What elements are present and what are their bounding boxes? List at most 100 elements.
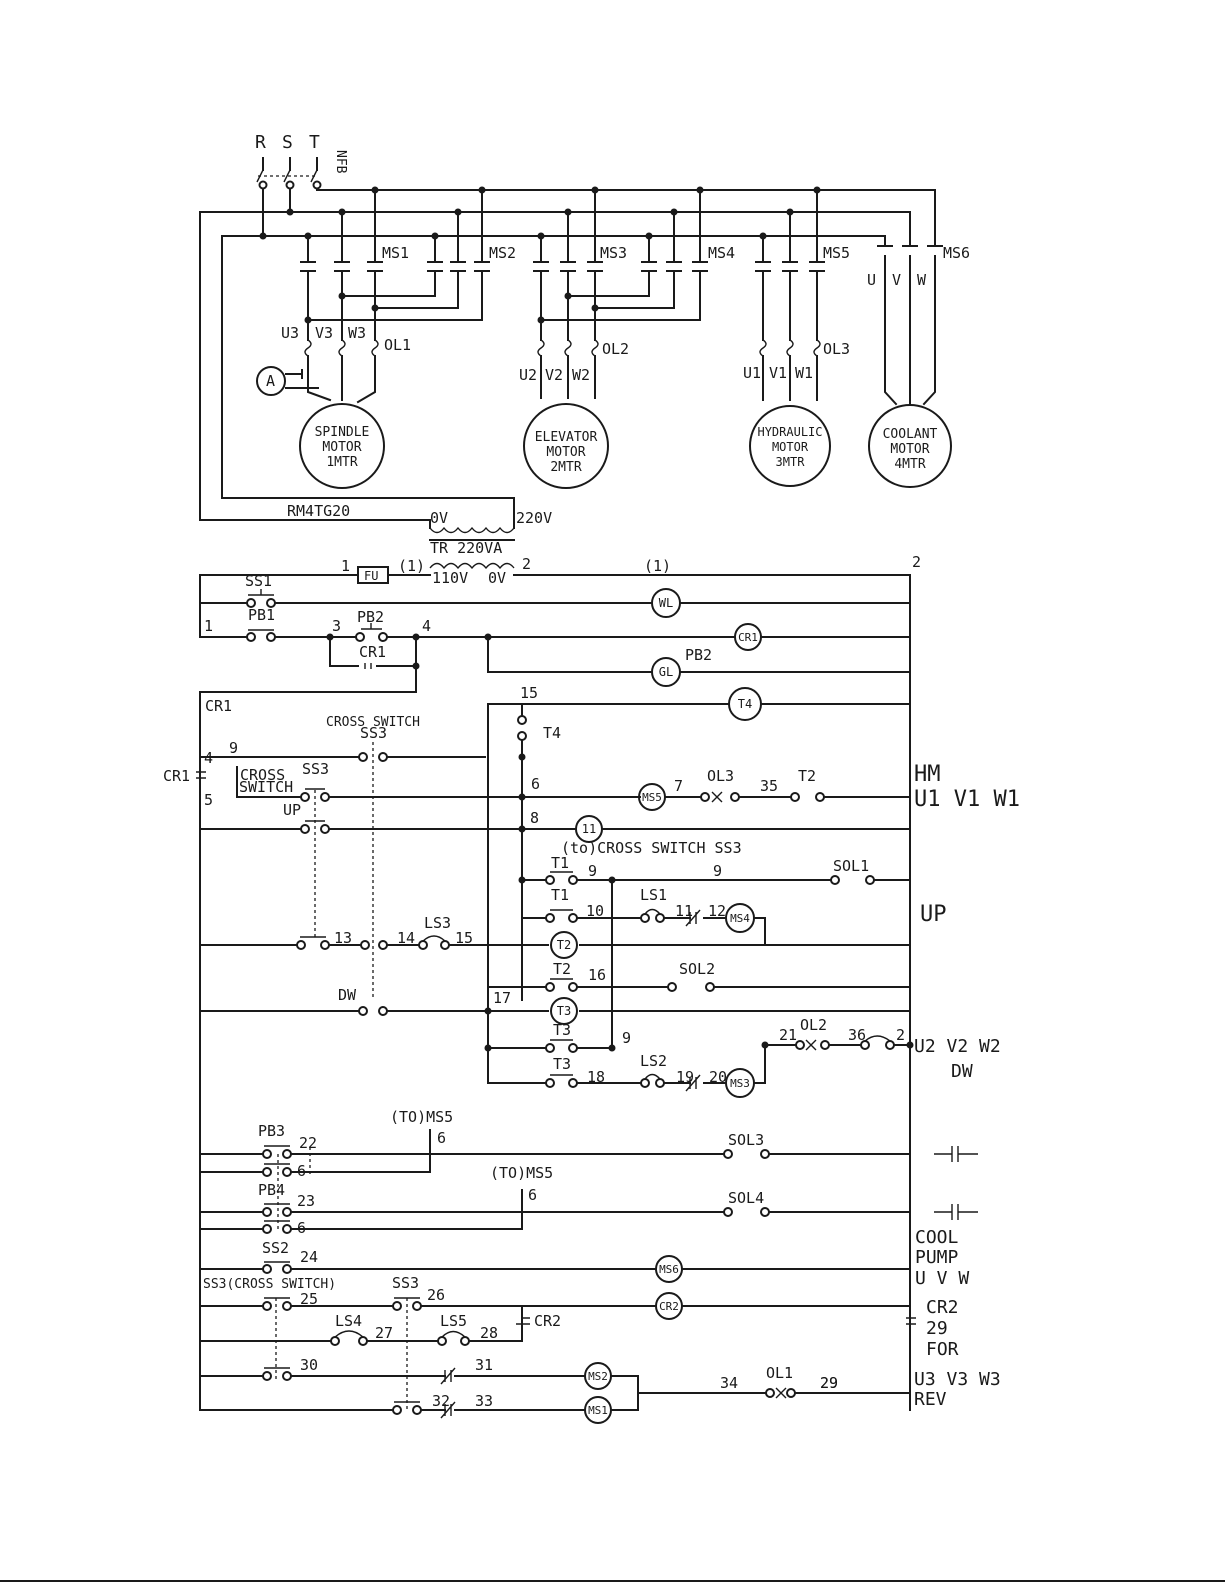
contact-label: PB1 xyxy=(248,606,275,624)
contact-label: T2 xyxy=(798,767,816,785)
contact-label: T1 xyxy=(551,886,569,904)
wire-number: 6 xyxy=(531,775,540,793)
wire-number: (1) xyxy=(398,557,425,575)
svg-text:4MTR: 4MTR xyxy=(894,457,925,472)
contact-label: LS3 xyxy=(424,914,451,932)
coil-label: GL xyxy=(659,665,673,679)
svg-text:CR2: CR2 xyxy=(926,1297,959,1318)
svg-text:COOL: COOL xyxy=(915,1227,959,1248)
ol3-label: OL3 xyxy=(823,340,850,358)
contact-label: CROSS xyxy=(240,766,285,784)
contact-label: CR1 xyxy=(205,697,232,715)
wire-number: 1 xyxy=(341,557,350,575)
u-terminal-label: U xyxy=(867,271,876,289)
contact-label: PB4 xyxy=(258,1181,285,1199)
w2-label: W2 xyxy=(572,366,590,384)
page-bottom-rule xyxy=(0,1580,1225,1582)
wire-number: 24 xyxy=(300,1248,318,1266)
hydraulic-motor xyxy=(749,405,831,487)
contact-label: T1 xyxy=(551,854,569,872)
control-transformer: RM4TG20 0V 220V TR 220VA 110V 0V xyxy=(287,497,552,587)
wire-number: 26 xyxy=(427,1286,445,1304)
wire-number: 14 xyxy=(397,929,415,947)
svg-text:U2 V2 W2: U2 V2 W2 xyxy=(914,1036,1001,1057)
contact-label: SWITCH xyxy=(239,778,293,796)
svg-text:MOTOR: MOTOR xyxy=(772,440,809,454)
coil-label: MS6 xyxy=(659,1263,679,1276)
coil-label: T2 xyxy=(557,938,571,952)
svg-text:U1 V1 W1: U1 V1 W1 xyxy=(914,787,1020,812)
coil-label: T4 xyxy=(738,697,752,711)
svg-text:FOR: FOR xyxy=(926,1339,959,1360)
contact-label: CR1 xyxy=(359,643,386,661)
wire-number: 25 xyxy=(300,1290,318,1308)
contact-label: SOL4 xyxy=(728,1189,764,1207)
wire-number: 8 xyxy=(530,809,539,827)
wire-number: 30 xyxy=(300,1356,318,1374)
svg-text:U V W: U V W xyxy=(915,1268,969,1289)
ms6-coolant: MS6 U V W COOLANT MOTOR 4MTR xyxy=(867,189,970,488)
cross-switch-note: (to)CROSS SWITCH SS3 xyxy=(561,839,742,857)
svg-text:FU: FU xyxy=(364,569,378,583)
contact-label: UP xyxy=(283,801,301,819)
right-notes: HM U1 V1 W1 UP U2 V2 W2 DW COOL PUMP U V… xyxy=(914,762,1020,1410)
ol2-label: OL2 xyxy=(602,340,629,358)
u2-label: U2 xyxy=(519,366,537,384)
contact-label: T3 xyxy=(553,1055,571,1073)
contact-label: T3 xyxy=(553,1021,571,1039)
coil-label: MS2 xyxy=(588,1370,608,1383)
ms3-label: MS3 xyxy=(600,244,627,262)
wire-number: 20 xyxy=(709,1068,727,1086)
wire-number: 10 xyxy=(586,902,604,920)
wire-number: 21 xyxy=(779,1026,797,1044)
svg-text:PUMP: PUMP xyxy=(915,1247,959,1268)
coil-label: MS1 xyxy=(588,1404,608,1417)
contact-label: PB2 xyxy=(357,608,384,626)
contact-label: CR1 xyxy=(163,767,190,785)
wire-number: 9 xyxy=(229,739,238,757)
coil-label: 11 xyxy=(582,822,596,836)
contact-label: SS3(CROSS SWITCH) xyxy=(203,1277,336,1292)
svg-text:0V: 0V xyxy=(430,509,448,527)
w-terminal-label: W xyxy=(917,271,927,289)
wire-number: 15 xyxy=(455,929,473,947)
wire-number: 2 xyxy=(522,555,531,573)
wire-number: 5 xyxy=(204,791,213,809)
wire-number: 2 xyxy=(912,553,921,571)
wire-number: 16 xyxy=(588,966,606,984)
svg-text:29: 29 xyxy=(926,1318,948,1339)
wire-number: 29 xyxy=(820,1374,838,1392)
phase-s-label: S xyxy=(282,132,293,153)
contact-label: CR2 xyxy=(534,1312,561,1330)
coil-label: CR1 xyxy=(738,631,758,644)
contact-label: LS1 xyxy=(640,886,667,904)
wire-number: 23 xyxy=(297,1192,315,1210)
ctrl-feed-s xyxy=(199,211,431,521)
v-terminal-label: V xyxy=(892,271,901,289)
wire-number: 6 xyxy=(528,1186,537,1204)
ms5-hydraulic: MS5 OL3 U1 V1 W1 HYDRAULIC MOTOR 3MTR xyxy=(743,186,850,487)
wire-number: 34 xyxy=(720,1374,738,1392)
coil-label: MS3 xyxy=(730,1077,750,1090)
wire-number: 9 xyxy=(588,862,597,880)
wire-number: 12 xyxy=(708,902,726,920)
contact-label: OL1 xyxy=(766,1364,793,1382)
coil-label: WL xyxy=(659,596,673,610)
contact-label: (TO)MS5 xyxy=(390,1108,453,1126)
wire-number: 15 xyxy=(520,684,538,702)
contact-label: SOL2 xyxy=(679,960,715,978)
ol1-label: OL1 xyxy=(384,336,411,354)
ol2-elevator: OL2 U2 V2 W2 ELEVATOR MOTOR 2MTR xyxy=(519,339,629,489)
contact-label: SOL3 xyxy=(728,1131,764,1149)
contact-label: SS1 xyxy=(245,572,272,590)
u3-label: U3 xyxy=(281,324,299,342)
coolant-motor xyxy=(868,404,952,488)
v3-label: V3 xyxy=(315,324,333,342)
svg-text:DW: DW xyxy=(951,1061,973,1082)
wire-number: 18 xyxy=(587,1068,605,1086)
contact-label: DW xyxy=(338,986,357,1004)
contact-label: SS3 xyxy=(392,1274,419,1292)
